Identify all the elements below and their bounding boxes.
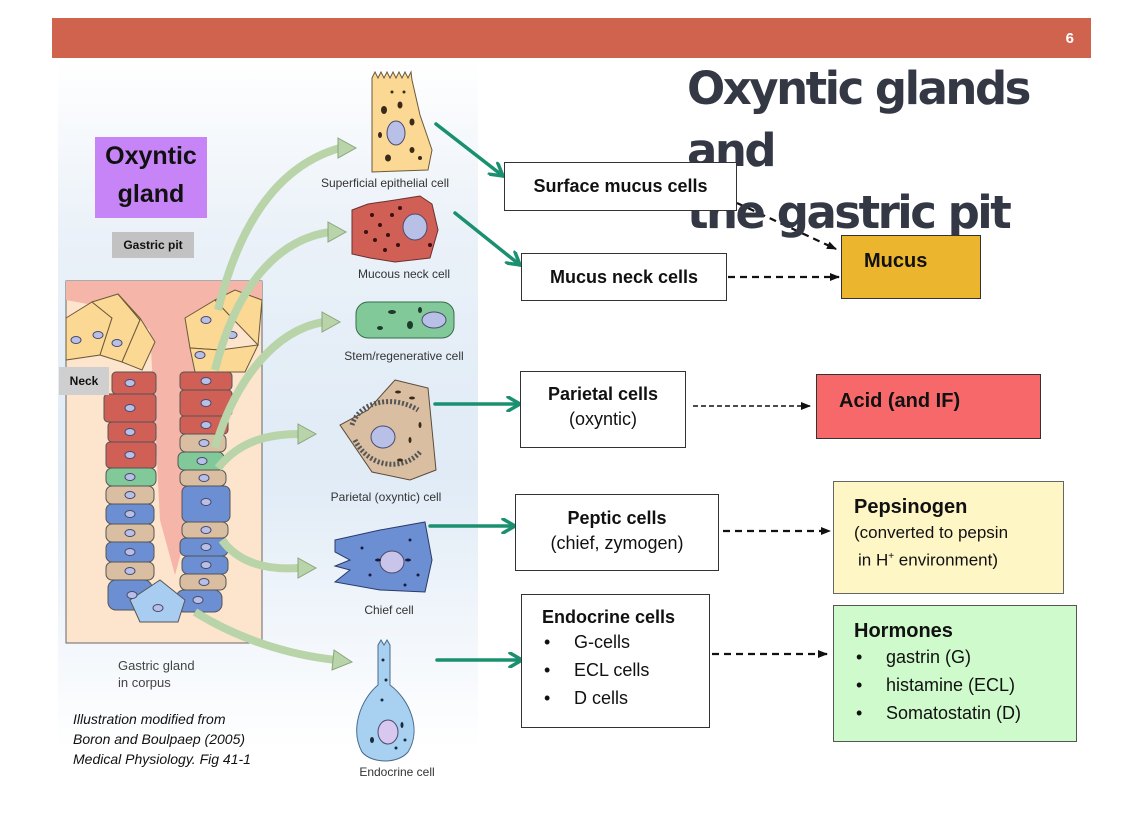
endocrine-item-ecl-cells: ECL cells: [542, 656, 709, 684]
cell-caption-stem: Stem/regenerative cell: [344, 349, 464, 363]
pepsinogen-note-line2: in H+ environment): [858, 550, 999, 570]
hormones-list: gastrin (G) histamine (ECL) Somatostatin…: [854, 643, 1076, 727]
parietal-cell-drawing: [339, 379, 437, 481]
parietal-cells-subtitle: (oxyntic): [568, 409, 637, 429]
pepsinogen-title: Pepsinogen: [854, 496, 968, 518]
arrow-to-superficial-cell: [214, 144, 342, 311]
arrow-head-parietal: [297, 423, 318, 445]
mucus-neck-cells-box: Mucus neck cells: [521, 253, 727, 301]
page-number: 6: [1065, 30, 1074, 47]
gland-lumen: [66, 281, 262, 575]
hormone-item-histamine: histamine (ECL): [854, 671, 1076, 699]
arrow-head-stem: [321, 311, 342, 333]
credit-line1: Illustration modified from: [73, 711, 226, 727]
arrow-to-chief-cell: [218, 537, 301, 573]
endocrine-cells-list: G-cells ECL cells D cells: [542, 628, 709, 712]
endocrine-cells-title: Endocrine cells: [542, 607, 676, 627]
arrow-head-chief: [297, 557, 318, 579]
slide-title-line1: Oxyntic glands and: [687, 62, 1031, 177]
mucous-neck-cell-drawing: [351, 195, 439, 263]
pointer-arrow-surface: [434, 122, 503, 176]
mucus-product-box: Mucus: [841, 235, 981, 299]
illustration-credit: Illustration modified from Boron and Bou…: [73, 709, 251, 769]
hormones-product-box: Hormones gastrin (G) histamine (ECL) Som…: [833, 605, 1077, 742]
product-arrows: [693, 202, 840, 658]
cell-caption-endocrine: Endocrine cell: [359, 765, 435, 779]
gastric-gland-illustration: [65, 280, 263, 644]
pointer-arrows: [428, 122, 522, 660]
cell-caption-parietal: Parietal (oxyntic) cell: [330, 490, 442, 504]
surface-cells-left: [65, 293, 156, 371]
surface-cells-right: [184, 289, 263, 373]
gland-caption-line2: in corpus: [118, 675, 171, 690]
arrow-to-endocrine-cell: [192, 608, 337, 664]
slide-title-line2: the gastric pit: [687, 186, 1012, 239]
parietal-cells-title: Parietal cells: [547, 384, 659, 404]
hormone-item-somatostatin: Somatostatin (D): [854, 699, 1076, 727]
dash-arrow-surface-to-mucus: [736, 202, 837, 250]
acid-product-box: Acid (and IF): [816, 374, 1041, 439]
neck-label: Neck: [59, 367, 109, 395]
arrow-to-parietal-cell: [214, 430, 301, 471]
cell-caption-superficial: Superficial epithelial cell: [320, 176, 450, 190]
cell-caption-chief: Chief cell: [364, 603, 414, 617]
header-bar: [52, 18, 1091, 58]
arrow-to-mucous-neck-cell: [211, 228, 331, 371]
endocrine-item-g-cells: G-cells: [542, 628, 709, 656]
pepsinogen-note-line1: (converted to pepsin: [854, 523, 1009, 542]
oxyntic-gland-label: Oxyntic gland: [95, 137, 207, 218]
endocrine-cell-drawing: [356, 639, 415, 762]
gland-cells-right: [175, 371, 233, 613]
gland-caption: Gastric gland in corpus: [118, 657, 195, 691]
parietal-cells-box: Parietal cells (oxyntic): [520, 371, 686, 448]
endocrine-item-d-cells: D cells: [542, 684, 709, 712]
gland-caption-line1: Gastric gland: [118, 658, 195, 673]
superficial-epithelial-cell-drawing: [371, 70, 433, 173]
peptic-cells-title: Peptic cells: [567, 508, 667, 528]
credit-line2: Boron and Boulpaep (2005): [73, 731, 246, 747]
oxyntic-gland-label-line2: gland: [117, 180, 185, 208]
gland-base-cells: [129, 579, 186, 623]
chief-cell-drawing: [333, 521, 433, 593]
arrow-to-stem-cell: [211, 318, 325, 450]
hormone-item-gastrin: gastrin (G): [854, 643, 1076, 671]
oxyntic-gland-label-line1: Oxyntic: [105, 142, 197, 170]
pepsinogen-product-box: Pepsinogen (converted to pepsin in H+ en…: [833, 481, 1064, 594]
stem-cell-drawing: [355, 301, 455, 339]
arrow-head-endocrine: [331, 649, 354, 671]
cell-caption-mucous-neck: Mucous neck cell: [357, 267, 451, 281]
peptic-cells-box: Peptic cells (chief, zymogen): [515, 494, 719, 571]
arrow-head-superficial: [337, 137, 358, 159]
gastric-pit-label: Gastric pit: [112, 232, 194, 258]
slide-title: Oxyntic glands and the gastric pit: [687, 58, 1107, 244]
origin-arrows: [192, 137, 358, 671]
credit-line3: Medical Physiology. Fig 41-1: [73, 751, 251, 767]
endocrine-cells-box: Endocrine cells G-cells ECL cells D cell…: [521, 594, 710, 728]
surface-mucus-cells-box: Surface mucus cells: [504, 162, 737, 211]
arrow-head-mucous-neck: [327, 221, 348, 243]
gland-nuclei: [70, 316, 238, 612]
hormones-title: Hormones: [854, 620, 953, 642]
peptic-cells-subtitle: (chief, zymogen): [550, 533, 684, 553]
pointer-arrow-neck: [453, 211, 520, 265]
